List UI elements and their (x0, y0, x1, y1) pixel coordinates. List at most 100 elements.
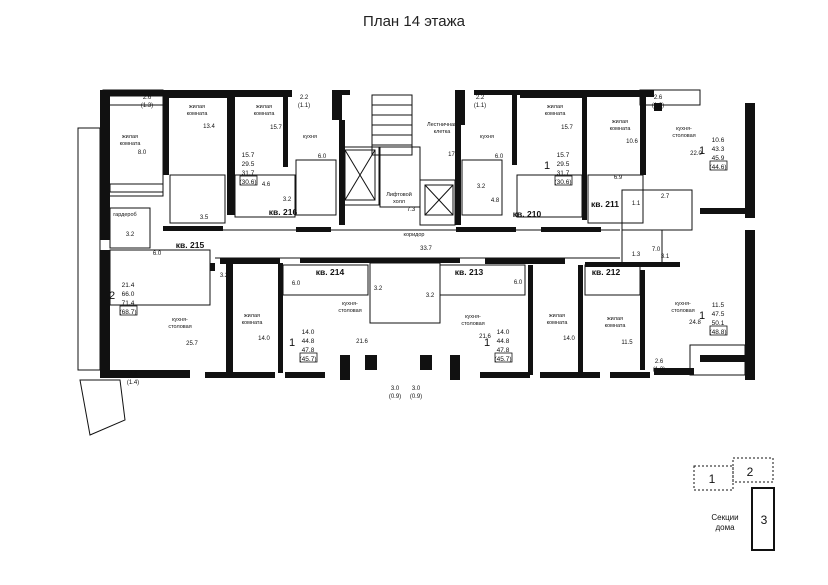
room-area: 21.6 (356, 339, 368, 345)
apartment-label: кв. 210 (513, 209, 542, 219)
sections-legend (693, 457, 775, 551)
small-area: 7.0 (652, 247, 661, 253)
balcony-area: 2.2 (476, 95, 485, 101)
reduced-area-box (709, 325, 728, 336)
room-name: кухня- (172, 317, 188, 323)
apartment-area: 21.4 (122, 282, 135, 289)
small-area: 3.2 (477, 184, 486, 190)
sections-caption: Секции (711, 513, 738, 522)
room-name: жилая (547, 104, 563, 110)
room-count: 1 (289, 337, 295, 349)
room-name: столовая (168, 324, 191, 330)
apartment-label: кв. 215 (176, 240, 205, 250)
balcony-area: 3.0 (412, 386, 421, 392)
room-area: 11.5 (621, 340, 633, 346)
room-area: 8.0 (138, 150, 147, 156)
small-area: 4.6 (262, 182, 271, 188)
room-count: 2 (109, 290, 115, 302)
room-area: 15.7 (561, 125, 573, 131)
small-area: 6.0 (292, 281, 301, 287)
apartment-area: 14.0 (497, 329, 510, 336)
walls (100, 90, 755, 380)
room-area: 25.7 (186, 341, 198, 347)
reduced-area-box (709, 160, 728, 171)
balcony-area: 2.6 (143, 95, 152, 101)
section-number: 2 (747, 465, 754, 479)
small-area: 3.2 (220, 273, 229, 279)
room-area: 14.0 (258, 336, 270, 342)
room-name: комната (610, 126, 632, 132)
room-name: комната (120, 141, 142, 147)
room-area: 7.3 (407, 207, 416, 213)
page-title: План 14 этажа (363, 13, 465, 30)
room-area: 33.7 (420, 246, 432, 252)
apartment-area: (30.6) (240, 179, 257, 186)
balcony-reduced-area: (1.4) (127, 380, 139, 386)
room-name: кухня (303, 134, 317, 140)
apartment-area: 44.8 (302, 338, 315, 345)
room-name: жилая (189, 104, 205, 110)
room-name: коридор (404, 232, 425, 238)
apartment-area: 15.7 (242, 152, 255, 159)
room-name: кухня (480, 134, 494, 140)
apartment-area: (45.7) (495, 356, 512, 363)
apartment-area: 47.8 (497, 347, 510, 354)
room-name: Лестничная (427, 122, 457, 128)
small-area: 2.7 (661, 194, 670, 200)
room-area: 24.8 (689, 320, 701, 326)
reduced-area-box (494, 352, 513, 363)
room-count: 1 (699, 310, 705, 322)
apartment-label: кв. 212 (592, 267, 621, 277)
room-area: 6.0 (495, 154, 504, 160)
balcony-area: 2.8 (129, 372, 138, 378)
small-area: 3.2 (126, 232, 135, 238)
room-name: жилая (549, 313, 565, 319)
reduced-area-box (554, 175, 573, 186)
balcony-reduced-area: (1.3) (653, 367, 665, 373)
room-name: кухня- (675, 301, 691, 307)
room-count: 1 (484, 337, 490, 349)
room-name: гардероб (113, 212, 136, 218)
room-name: клетка (434, 129, 452, 135)
apartment-area: 71.4 (122, 300, 135, 307)
room-count: 1 (544, 160, 550, 172)
section-number: 1 (709, 472, 716, 486)
apartment-area: 45.9 (712, 155, 725, 162)
reduced-area-box (239, 175, 258, 186)
thin-walls (77, 89, 746, 436)
room-name: кухня- (676, 126, 692, 132)
room-name: столовая (671, 308, 694, 314)
small-area: 6.0 (514, 280, 523, 286)
room-name: жилая (122, 134, 138, 140)
apartment-area: 11.5 (712, 302, 725, 309)
balcony-area: 2.2 (300, 95, 309, 101)
apartment-area: 10.6 (712, 137, 725, 144)
room-name: столовая (338, 308, 361, 314)
room-name: жилая (612, 119, 628, 125)
room-area: 21.6 (479, 334, 491, 340)
small-area: 6.9 (614, 175, 623, 181)
room-area: 17.1 (448, 152, 460, 158)
small-area: 3.2 (374, 286, 383, 292)
room-name: жилая (256, 104, 272, 110)
room-area: 13.4 (203, 124, 215, 130)
apartment-area: (68.7) (120, 309, 137, 316)
apartment-area: (48.8) (710, 329, 727, 336)
balcony-reduced-area: (1.3) (141, 103, 153, 109)
balcony-reduced-area: (0.9) (410, 394, 422, 400)
small-area: 6.0 (153, 251, 162, 257)
room-area: 22.0 (690, 151, 702, 157)
apartment-area: 50.1 (712, 320, 725, 327)
small-area: 4.8 (491, 198, 500, 204)
apartment-label: кв. 216 (269, 207, 298, 217)
balcony-reduced-area: (1.3) (652, 103, 664, 109)
apartment-label: кв. 214 (316, 267, 345, 277)
apartment-area: 44.8 (497, 338, 510, 345)
room-name: столовая (672, 133, 695, 139)
room-area: 6.0 (318, 154, 327, 160)
room-count: 1 (229, 160, 235, 172)
apartment-label: кв. 213 (455, 267, 484, 277)
room-name: комната (254, 111, 276, 117)
room-name: жилая (244, 313, 260, 319)
